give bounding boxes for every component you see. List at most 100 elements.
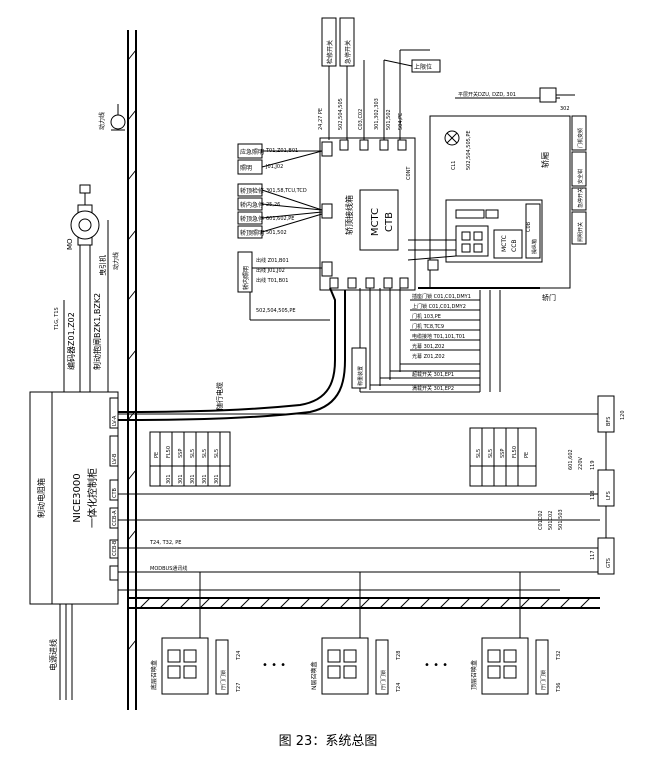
- cl-label: CL1: [451, 161, 457, 170]
- left-col-3: SL5: [190, 449, 196, 458]
- bot-code-5: T36: [556, 683, 562, 693]
- left-val-1: 301: [178, 474, 184, 484]
- traveling-cable: 随行电缆: [117, 287, 346, 421]
- sw-0: BFS: [606, 417, 612, 426]
- car-top-upper: 检修开关 急停开关 24,27 PE 502,504,505 C03,C02 3…: [318, 17, 441, 140]
- bus-4: 220V: [578, 456, 584, 470]
- car-light-boxes: 轿内照明 出线 Z01,B01 出线 J01,J02 出线 T01,B01 50…: [237, 251, 330, 321]
- right-col-0: SL5: [476, 449, 482, 458]
- bot-code-4: T32: [556, 651, 562, 661]
- ccb-model: MCTC: [501, 235, 508, 252]
- brake-resistor-box: 制动电阻箱: [29, 391, 53, 605]
- car-cable-4: 电缆接地 T01,101,T01: [412, 333, 465, 340]
- car-cable-2: 门机 103,PE: [412, 313, 441, 320]
- car-pe-label: 502,504,505,PE: [466, 130, 472, 170]
- light-box-label: 轿内照明: [242, 266, 250, 290]
- left-box-5: 轿顶照明: [240, 229, 264, 237]
- left-val-0: 301: [166, 474, 172, 484]
- left-code-5: 501,502: [266, 230, 287, 236]
- left-val-4: 301: [214, 474, 220, 484]
- port-label-5: CCB-B: [112, 540, 118, 556]
- hall-door-1: 厅门门锁: [220, 670, 227, 690]
- port-label-4: CCB-A: [112, 510, 118, 526]
- modbus-label: MODBUS通讯线: [150, 565, 187, 572]
- port-label-3: CTB: [112, 487, 118, 498]
- figure-caption: 图 23：系统总图: [278, 734, 378, 749]
- car-cable-7: 超载开关 301,EP1: [412, 371, 454, 378]
- brake-label: 制动抱闸BZK1,BZK2: [92, 293, 102, 370]
- bot-code-1: T27: [236, 683, 242, 693]
- car-cable-1: 上门锁 C01,C01,DMY2: [412, 303, 466, 310]
- bot-code-2: T28: [396, 651, 402, 661]
- left-box-0: 应急照明: [240, 148, 264, 156]
- right-col-3: FL50: [512, 446, 518, 458]
- dots-2: • • •: [424, 660, 448, 671]
- light-code-0: 出线 Z01,B01: [256, 257, 289, 264]
- pe-bus-lower: 502,504,505,PE: [256, 308, 296, 314]
- station-label: 操纵箱: [531, 239, 538, 254]
- leveling-sensor: 平层开关DZU, DZD, 301 302: [455, 87, 575, 112]
- power-inlet: 电源进线: [48, 604, 73, 700]
- right-col-1: SL5: [488, 449, 494, 458]
- top-box-1: 急停开关: [344, 40, 352, 64]
- left-box-2: 轿顶检修: [240, 187, 264, 195]
- hall-switches-left: PE FL50 SSP SL5 SL5 SL5 301 301 301 301 …: [149, 431, 231, 487]
- bot-code-3: T24: [396, 683, 402, 693]
- left-col-5: SL5: [214, 449, 220, 458]
- sw-4: 118: [590, 490, 596, 500]
- bot-code-0: T24: [236, 651, 242, 661]
- hall-switches-right: SL5 SL5 SSP FL50 PE C01C02 501C02 501,50…: [469, 427, 584, 530]
- left-box-4: 轿顶急停: [240, 215, 264, 223]
- left-code-2: 301,58,TCU,TCD: [266, 188, 307, 194]
- traveling-cable-label: 随行电缆: [215, 382, 224, 410]
- right-col-4: PE: [524, 452, 530, 458]
- bus-2: 501,503: [558, 509, 564, 530]
- top-box-0: 检修开关: [326, 40, 334, 64]
- ccb-name: CCB: [511, 240, 518, 253]
- left-val-2: 301: [190, 474, 196, 484]
- controller-model: NICE3000: [72, 473, 83, 522]
- bus-3: 601,602: [568, 449, 574, 470]
- car-right-3: 照明开关: [577, 222, 584, 242]
- traction-machine: MO 曳引机 编码器Z01,Z02 制动抱闸BZK1,BZK2 动力线 T1G,…: [54, 184, 120, 392]
- limit-t-label: T1G, T1S: [54, 307, 60, 331]
- light-code-2: 出线 T01,B01: [256, 277, 288, 284]
- hall-call-bottom: 底层召唤盒 厅门门锁 T24 T27 • • • N层召唤盒 厅门门锁 T28 …: [118, 572, 562, 695]
- left-col-1: FL50: [166, 446, 172, 458]
- upper-limit-box: 上限位: [414, 63, 432, 71]
- car-right-2: 急停开关: [577, 188, 584, 208]
- car-right-1: 安全钳: [577, 169, 584, 184]
- car-cabin: 轿厢 CL1 502,504,505,PE MCTC CCB 操纵箱 C0B 门…: [407, 115, 587, 302]
- floor-bot-label: 底层召唤盒: [150, 660, 158, 690]
- car-right-0: 门机变频: [577, 128, 584, 148]
- power-inlet-label: 电源进线: [48, 639, 58, 671]
- shaft-walls: [127, 30, 600, 710]
- hall-door-3: 厅门门锁: [540, 670, 547, 690]
- light-code-1: 出线 J01,J02: [256, 267, 285, 274]
- mid-code: 302: [560, 106, 570, 112]
- motor-label: MO: [66, 238, 74, 250]
- door-label: 轿门: [542, 293, 556, 302]
- left-code-1: J01,J02: [265, 164, 283, 170]
- top-code-5: 504,PE: [398, 113, 404, 130]
- left-val-3: 301: [202, 474, 208, 484]
- left-col-4: SL5: [202, 449, 208, 458]
- top-code-1: 502,504,505: [338, 98, 344, 130]
- car-top-left-boxes: 应急照明 照明 轿顶检修 轿内急停 轿顶急停 轿顶照明 T01,Z01,B01 …: [237, 143, 323, 239]
- shaft-top-device: 动力线: [98, 104, 126, 131]
- car-top-box: MCTC CTB 轿顶接线箱 C0NT: [319, 137, 416, 291]
- bus-1: 501C02: [548, 511, 554, 530]
- left-box-3: 轿内急停: [240, 201, 264, 209]
- floor-n-label: N层召唤盒: [310, 662, 318, 691]
- left-box-1: 照明: [240, 165, 252, 172]
- controller-cabinet: NICE3000 一体化控制柜 LV-A LV-B CTB CCB-A CCB-…: [51, 391, 119, 605]
- car-bottom-cables: 插座门锁 C01,C01,DMY1 上门锁 C01,C01,DMY2 门机 10…: [351, 288, 501, 393]
- power-line-label: 动力线: [112, 252, 120, 270]
- top-code-3: 301,302,303: [374, 98, 380, 130]
- top-code-2: C03,C02: [358, 109, 364, 130]
- car-cable-6: 光幕 Z01,Z02: [412, 353, 445, 360]
- left-col-0: PE: [154, 452, 160, 458]
- car-cable-8: 满载开关 301,EP2: [412, 385, 454, 392]
- ctb-conn-label: C0NT: [406, 166, 412, 180]
